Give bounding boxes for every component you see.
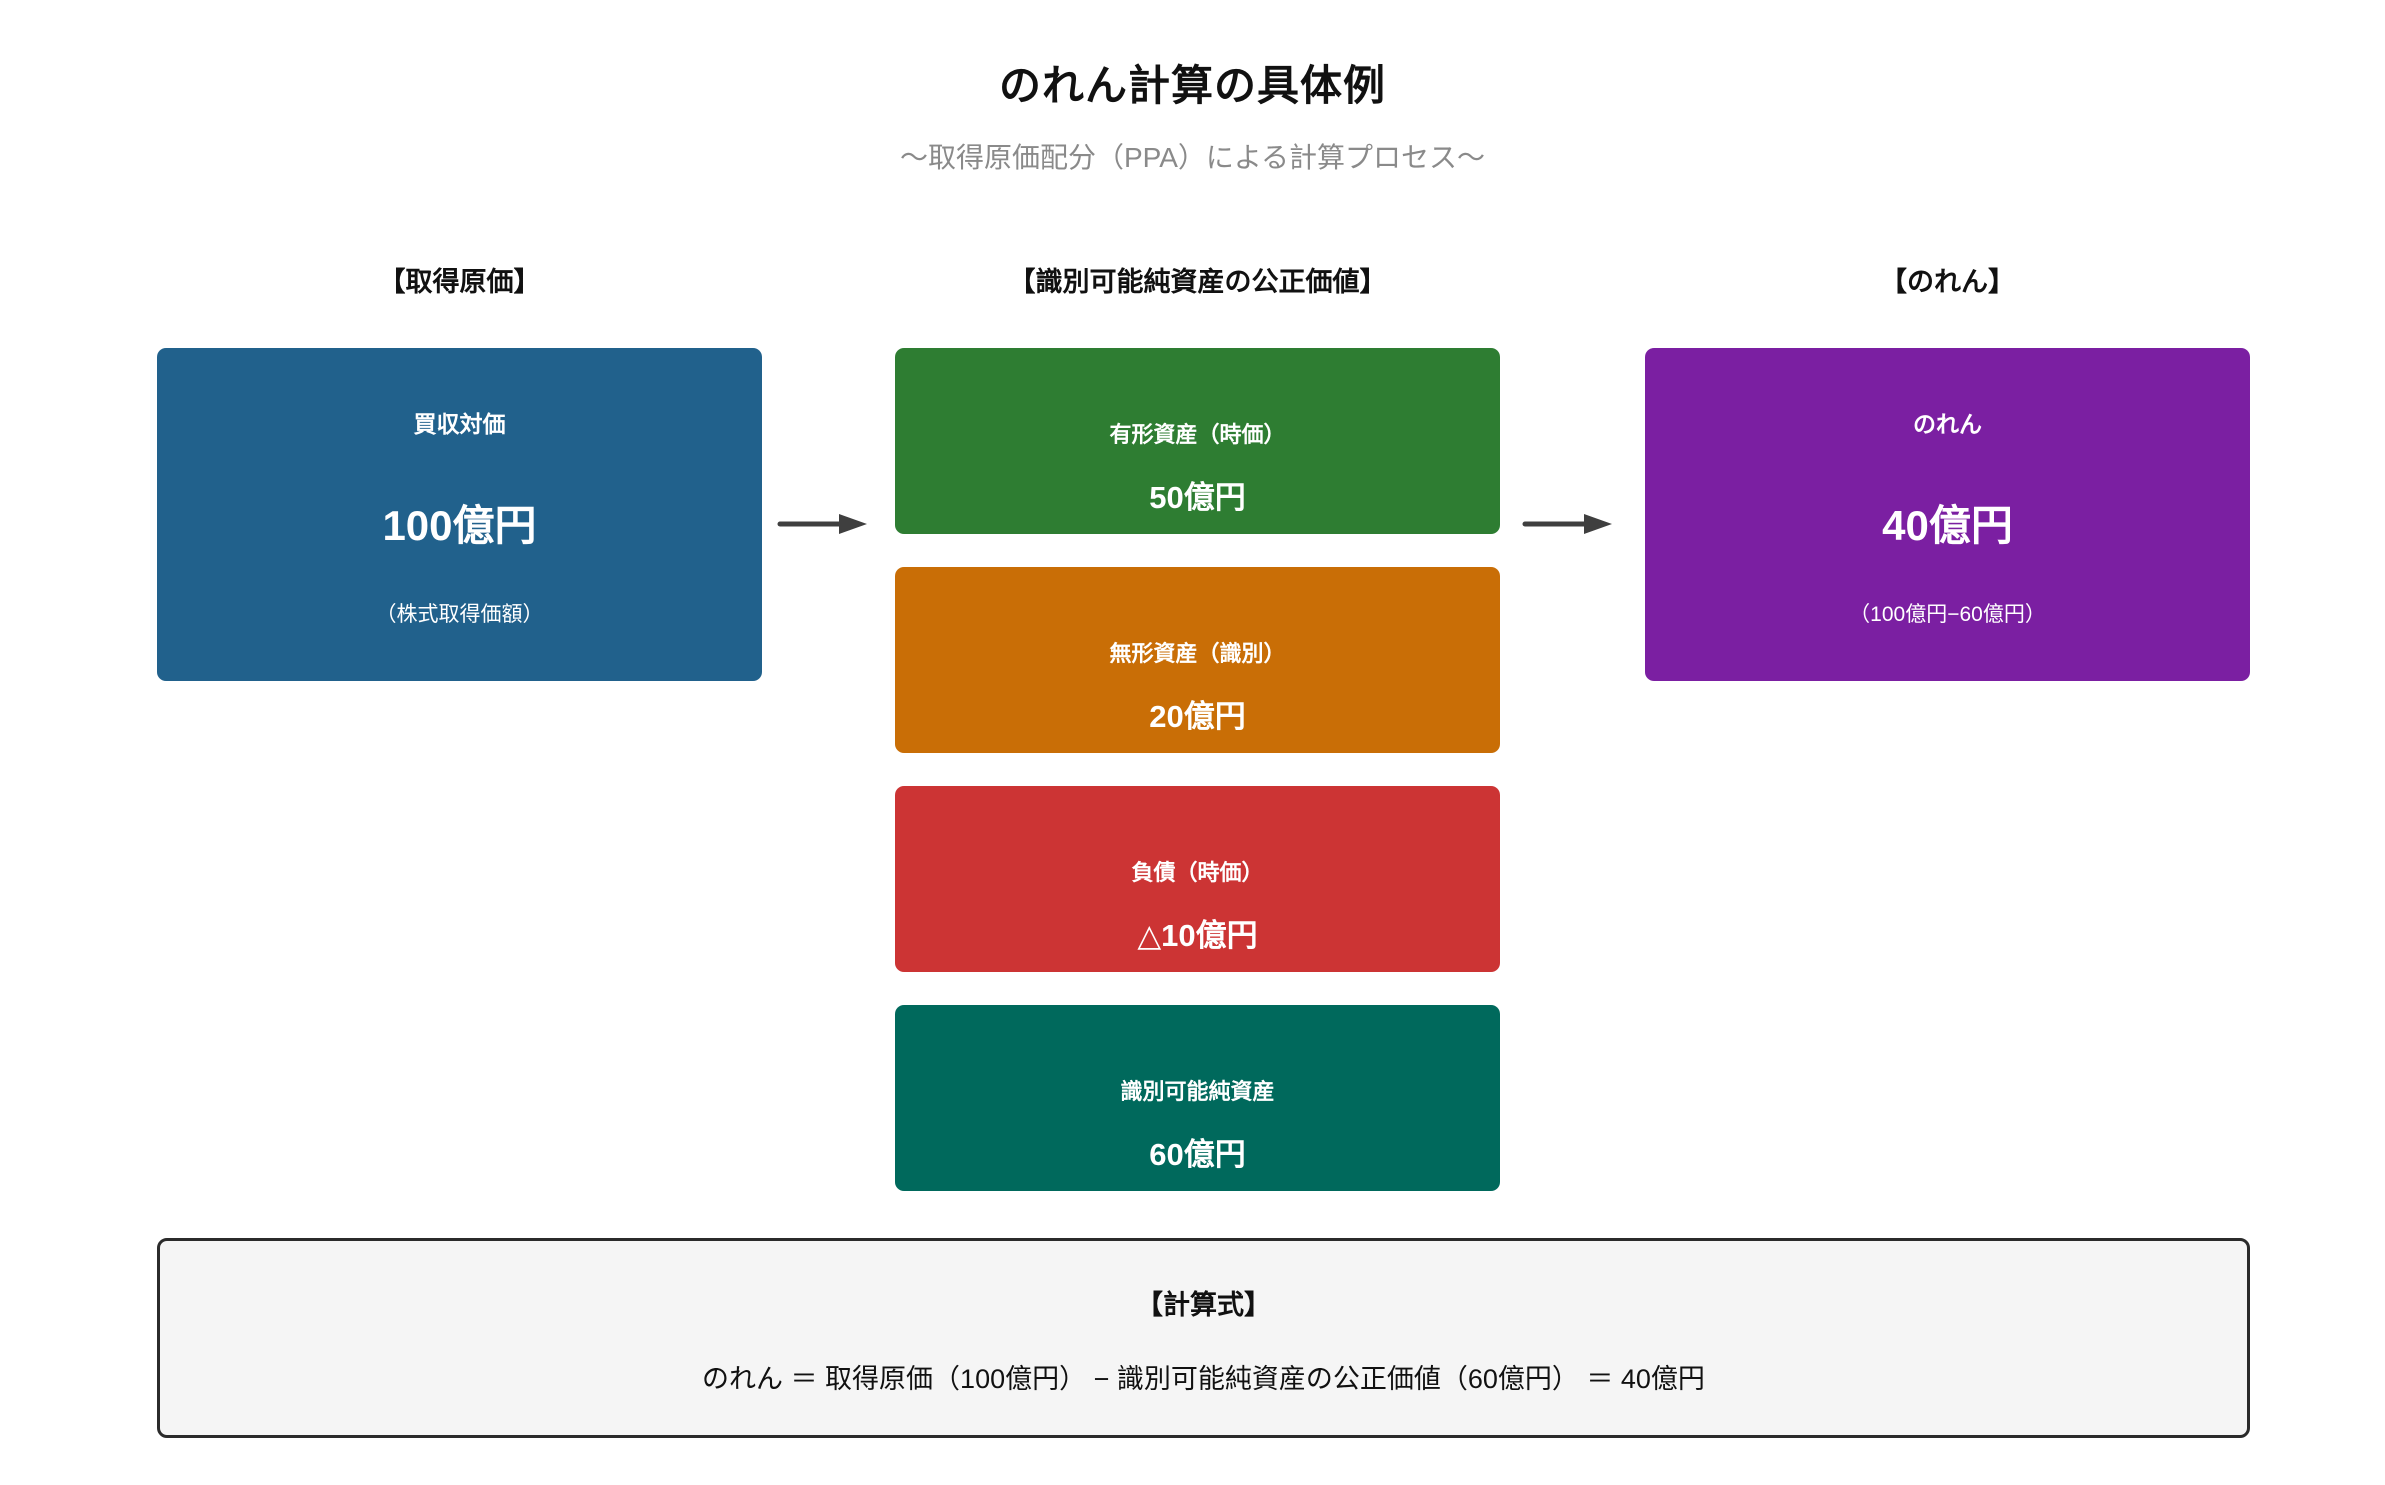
- formula-box: 【計算式】 のれん ＝ 取得原価（100億円） − 識別可能純資産の公正価値（6…: [157, 1238, 2250, 1438]
- acquisition-cost-box: 買収対価 100億円 （株式取得価額）: [157, 348, 762, 681]
- liabilities-box: 負債（時価） △10億円: [895, 786, 1500, 972]
- box-label: 無形資産（識別）: [1109, 641, 1286, 666]
- box-label: のれん: [1913, 411, 1982, 437]
- diagram-title: のれん計算の具体例: [998, 62, 1386, 109]
- box-label: 識別可能純資産: [1120, 1079, 1275, 1104]
- diagram-subtitle: ～取得原価配分（PPA）による計算プロセス～: [899, 142, 1486, 173]
- box-value: △10億円: [1137, 918, 1258, 953]
- column-header-goodwill: 【のれん】: [1880, 267, 2015, 297]
- column-header-fair-value: 【識別可能純資産の公正価値】: [1008, 267, 1387, 297]
- box-label: 有形資産（時価）: [1109, 422, 1286, 447]
- column-header-acquisition-cost: 【取得原価】: [378, 267, 541, 297]
- intangible-assets-box: 無形資産（識別） 20億円: [895, 567, 1500, 753]
- box-note: （100億円−60億円）: [1849, 603, 2046, 626]
- arrow-right-icon: [777, 507, 869, 541]
- formula-header: 【計算式】: [1136, 1290, 1271, 1320]
- identifiable-net-assets-box: 識別可能純資産 60億円: [895, 1005, 1500, 1191]
- goodwill-box: のれん 40億円 （100億円−60億円）: [1645, 348, 2250, 681]
- box-value: 60億円: [1149, 1137, 1246, 1172]
- formula-text: のれん ＝ 取得原価（100億円） − 識別可能純資産の公正価値（60億円） ＝…: [702, 1364, 1705, 1394]
- box-value: 100億円: [382, 502, 537, 549]
- box-note: （株式取得価額）: [375, 603, 544, 626]
- box-label: 負債（時価）: [1131, 860, 1264, 885]
- box-value: 40億円: [1882, 502, 2013, 549]
- box-label: 買収対価: [413, 411, 506, 437]
- box-value: 50億円: [1149, 480, 1246, 515]
- tangible-assets-box: 有形資産（時価） 50億円: [895, 348, 1500, 534]
- box-value: 20億円: [1149, 699, 1246, 734]
- arrow-right-icon: [1522, 507, 1614, 541]
